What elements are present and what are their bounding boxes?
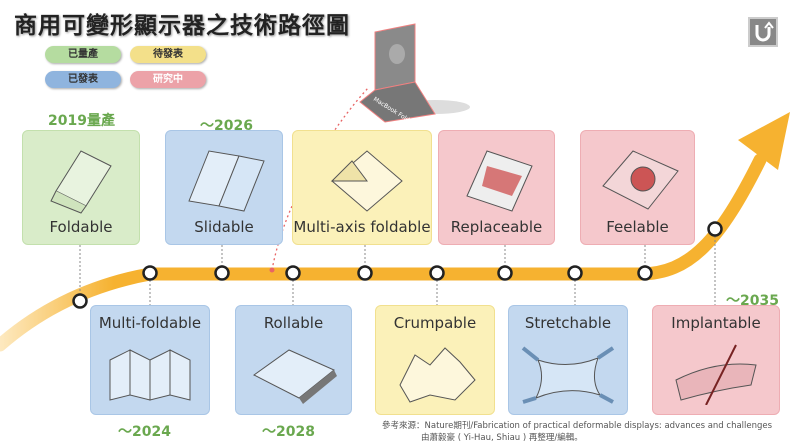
node-implantable [707, 221, 723, 237]
road-arrowhead [738, 112, 790, 170]
card-rollable: Rollable [235, 305, 352, 415]
timeline-nodes [72, 221, 723, 309]
legend-researching: 研究中 [130, 71, 206, 88]
card-stretchable: Stretchable [508, 305, 628, 415]
node-slidable [214, 265, 230, 281]
legend-mass-produced: 已量產 [45, 46, 121, 63]
year-foldable: 2019量產 [48, 113, 115, 129]
node-feelable [637, 265, 653, 281]
year-multi-foldable: ～2024 [118, 424, 171, 440]
card-feelable: Feelable [580, 130, 695, 245]
node-replaceable [497, 265, 513, 281]
u-turn-icon[interactable] [748, 17, 778, 47]
road-path [0, 153, 767, 352]
source-note: 參考來源：Nature期刊/Fabrication of practical d… [382, 421, 773, 443]
card-implantable: Implantable [652, 305, 780, 415]
card-slidable: Slidable [165, 130, 283, 245]
page-title: 商用可變形顯示器之技術路徑圖 [14, 13, 350, 39]
card-multi-axis-foldable: Multi-axis foldable [292, 130, 432, 245]
legend-announced: 已發表 [45, 71, 121, 88]
node-multi-axis [357, 265, 373, 281]
node-stretchable [567, 265, 583, 281]
legend-pending: 待發表 [130, 46, 206, 63]
card-replaceable: Replaceable [438, 130, 555, 245]
node-rollable [285, 265, 301, 281]
node-foldable [72, 293, 88, 309]
node-multi-foldable [142, 265, 158, 281]
card-multi-foldable: Multi-foldable [90, 305, 210, 415]
card-crumpable: Crumpable [375, 305, 495, 415]
year-rollable: ～2028 [262, 424, 315, 440]
macbook-fold-illustration: MacBook Fold [355, 22, 475, 131]
node-crumpable [429, 265, 445, 281]
card-foldable: Foldable [22, 130, 140, 245]
